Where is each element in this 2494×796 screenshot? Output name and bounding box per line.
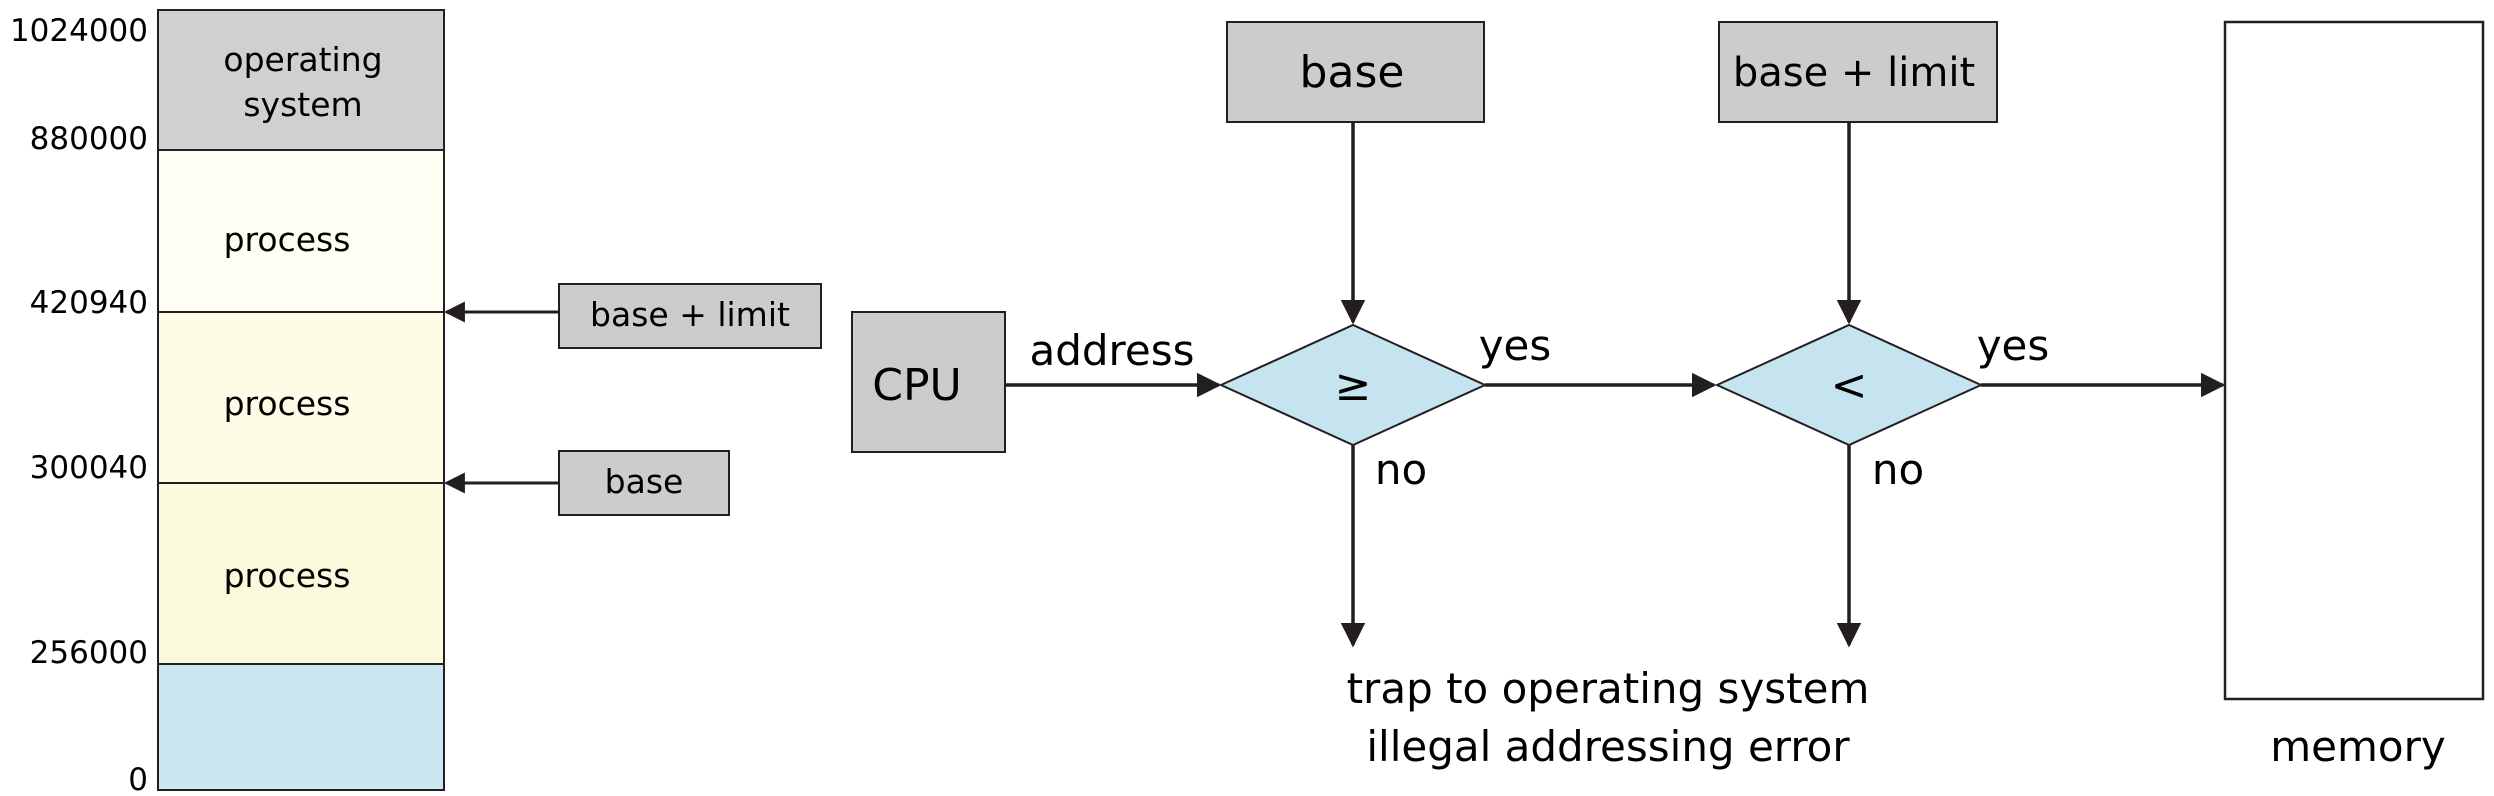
- base-register-label: base: [605, 462, 684, 501]
- free-segment: [157, 663, 445, 791]
- address-1024000: 1024000: [10, 13, 148, 49]
- compare-lt-symbol: <: [1831, 360, 1868, 411]
- no-label-2: no: [1872, 445, 1924, 494]
- process-segment-top: [157, 149, 445, 313]
- limit-register-label: base + limit: [590, 295, 790, 334]
- cpu-box: [851, 311, 1006, 453]
- process-label-bottom: process: [224, 556, 351, 595]
- process-segment-middle: [157, 311, 445, 484]
- trap-label-line1: trap to operating system: [1347, 664, 1870, 713]
- address-256000: 256000: [30, 635, 148, 671]
- no-label-1: no: [1375, 445, 1427, 494]
- os-label-line2: system: [243, 85, 362, 124]
- limit-register-box: [558, 283, 822, 349]
- os-segment: [157, 9, 445, 151]
- cpu-label: CPU: [872, 360, 961, 411]
- address-300040: 300040: [30, 450, 148, 486]
- os-label-line1: operating: [223, 40, 382, 79]
- address-420940: 420940: [30, 285, 148, 321]
- limit-register: base + limit: [443, 283, 822, 349]
- address-0: 0: [128, 762, 148, 796]
- address-880000: 880000: [30, 121, 148, 157]
- base-box: [1226, 21, 1485, 123]
- memory-label: memory: [2270, 722, 2446, 771]
- memory-box: [2223, 20, 2485, 701]
- process-label-top: process: [224, 220, 351, 259]
- protection-flow: CPU address base ≥ yes no base + limit <…: [851, 20, 2485, 771]
- memory-map: operating system process process process…: [10, 9, 445, 796]
- base-limit-box-label: base + limit: [1733, 50, 1975, 96]
- yes-label-1: yes: [1479, 321, 1552, 370]
- process-segment-bottom: [157, 482, 445, 665]
- trap-label-line2: illegal addressing error: [1366, 722, 1850, 771]
- process-label-middle: process: [224, 384, 351, 423]
- address-label: address: [1029, 326, 1194, 375]
- yes-label-2: yes: [1977, 321, 2050, 370]
- base-register: base: [443, 450, 730, 516]
- base-limit-box: [1718, 21, 1998, 123]
- compare-ge-symbol: ≥: [1335, 360, 1372, 411]
- base-box-label: base: [1300, 47, 1405, 98]
